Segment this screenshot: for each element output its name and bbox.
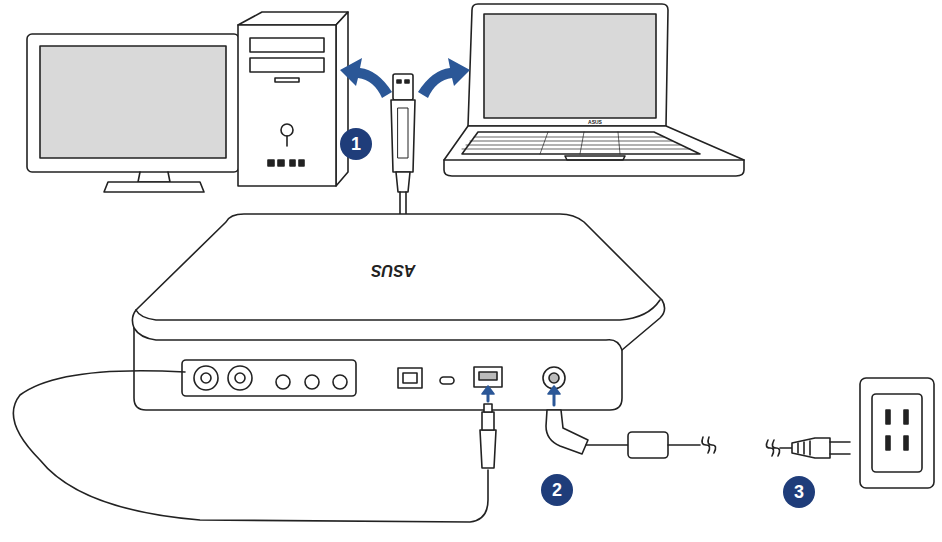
callout-number: 3 [794, 483, 804, 501]
laptop [444, 4, 744, 176]
desktop-tower [238, 12, 348, 186]
wall-outlet [860, 378, 934, 488]
media-box [132, 214, 664, 410]
callout-number: 1 [351, 135, 361, 153]
power-adapter [546, 386, 850, 458]
callout-number: 2 [552, 481, 562, 499]
brand-logo: ASUS [588, 120, 602, 125]
callout-circle [340, 128, 815, 508]
mini-usb-cable [13, 371, 496, 522]
usb-cable [391, 74, 415, 226]
brand-logo: ASUS [371, 262, 415, 278]
desktop-monitor [27, 34, 239, 192]
